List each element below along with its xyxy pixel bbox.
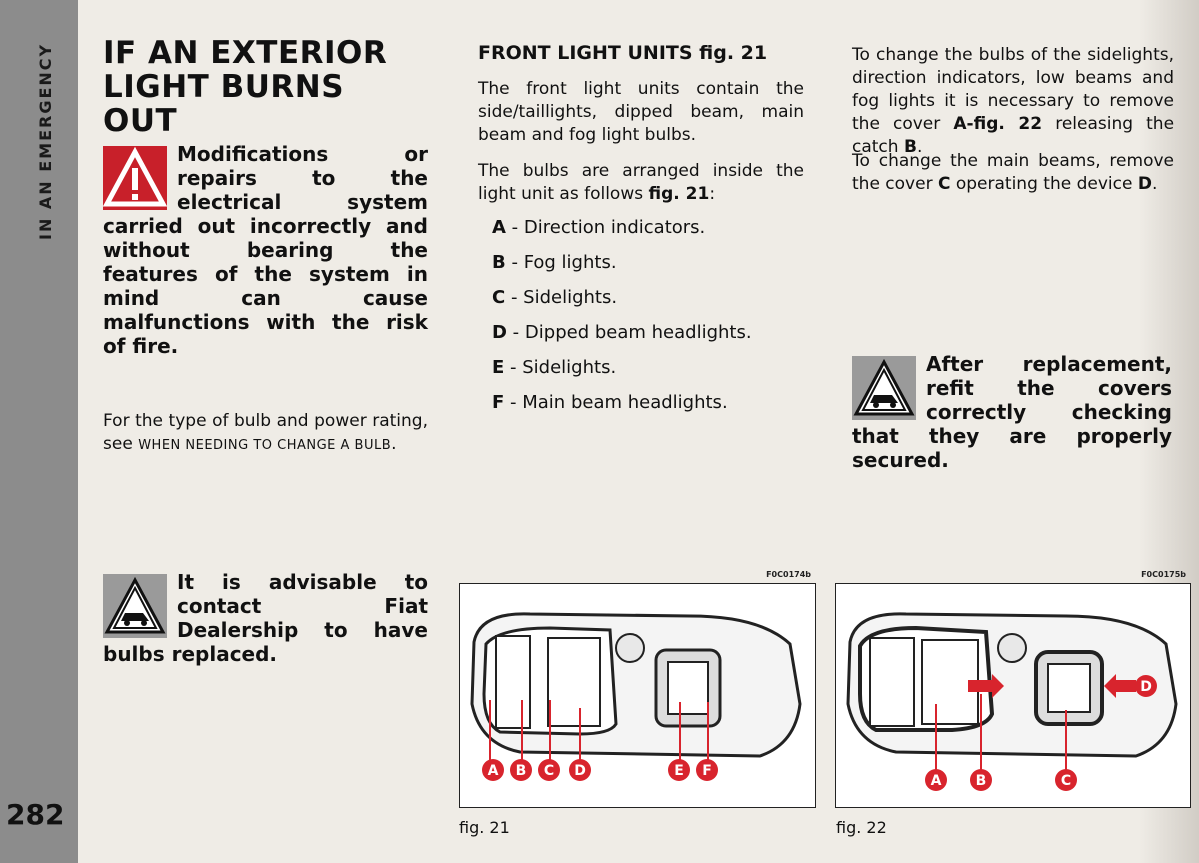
- figure-22-code: F0C0175b: [1141, 570, 1186, 579]
- marker-b: B: [510, 759, 532, 781]
- list-item: C - Sidelights.: [492, 287, 618, 308]
- catch-text: releasing the catch: [852, 114, 1175, 157]
- bulb-letter: F: [492, 392, 505, 413]
- cover-letter: C: [937, 174, 951, 194]
- headlight-diagram-covers: A B C D: [846, 612, 1178, 791]
- list-item: B - Fog lights.: [492, 252, 617, 273]
- bulb-list: A - Direction indicators. B - Fog lights…: [492, 214, 752, 424]
- main-beam-text: To change the main beams, remove the cov…: [852, 151, 1174, 194]
- svg-text:A: A: [488, 763, 499, 779]
- arrangement-figure-ref: fig. 21: [648, 184, 710, 204]
- marker-f: F: [696, 759, 718, 781]
- figure-22-caption: fig. 22: [836, 818, 887, 837]
- device-letter: D: [1137, 174, 1152, 194]
- svg-text:A: A: [931, 773, 942, 789]
- dealer-advice: It is advisable to contact Fiat Dealersh…: [103, 570, 428, 666]
- title-line-2: LIGHT BURNS OUT: [103, 69, 345, 139]
- marker-a: A: [925, 769, 947, 791]
- dealer-advice-text: It is advisable to contact Fiat Dealersh…: [103, 570, 428, 666]
- section-heading: FRONT LIGHT UNITS fig. 21: [478, 42, 768, 64]
- marker-c: C: [538, 759, 560, 781]
- list-item: D - Dipped beam headlights.: [492, 322, 752, 343]
- refit-warning-text: After replacement, refit the covers corr…: [852, 352, 1172, 472]
- device-text: operating the device: [955, 174, 1133, 194]
- arrangement-text: The bulbs are arranged inside the light …: [478, 161, 804, 204]
- section-side-label: IN AN EMERGENCY: [36, 42, 55, 240]
- fire-warning-text: Modifications or repairs to the electric…: [103, 142, 428, 358]
- svg-text:C: C: [1061, 773, 1071, 789]
- svg-text:D: D: [1140, 679, 1152, 695]
- marker-d: D: [569, 759, 591, 781]
- marker-d: D: [1135, 675, 1157, 697]
- title-line-1: IF AN EXTERIOR: [103, 35, 388, 71]
- svg-text:F: F: [702, 763, 712, 779]
- list-item: A - Direction indicators.: [492, 217, 706, 238]
- svg-text:E: E: [674, 763, 684, 779]
- bulb-type-note-reference: WHEN NEEDING TO CHANGE A BULB: [138, 438, 392, 453]
- bulb-name: Dipped beam headlights.: [524, 322, 752, 343]
- bulb-name: Sidelights.: [522, 357, 617, 378]
- main-beam-paragraph: To change the main beams, remove the cov…: [852, 151, 1174, 194]
- cover-figure-ref: A-fig. 22: [953, 114, 1043, 134]
- bulb-name: Fog lights.: [523, 252, 617, 273]
- catch-letter: B: [903, 137, 917, 157]
- page-title: IF AN EXTERIOR LIGHT BURNS OUT: [103, 36, 423, 138]
- bulb-letter: C: [492, 287, 506, 308]
- bulb-name: Main beam headlights.: [522, 392, 728, 413]
- svg-text:D: D: [574, 763, 586, 779]
- list-item: F - Main beam headlights.: [492, 392, 728, 413]
- car-warning-icon: [852, 356, 916, 420]
- list-item: E - Sidelights.: [492, 357, 617, 378]
- svg-text:C: C: [544, 763, 554, 779]
- warning-triangle-icon: [103, 146, 167, 210]
- car-warning-icon: [103, 574, 167, 638]
- bulb-type-note: For the type of bulb and power rating, s…: [103, 411, 428, 454]
- bulb-type-note-text: For the type of bulb and power rating, s…: [103, 411, 428, 454]
- marker-a: A: [482, 759, 504, 781]
- bulb-name: Direction indicators.: [523, 217, 706, 238]
- bulb-letter: A: [492, 217, 506, 238]
- cover-removal-paragraph: To change the bulbs of the sidelights, d…: [852, 45, 1175, 157]
- svg-text:B: B: [516, 763, 527, 779]
- bulb-letter: B: [492, 252, 506, 273]
- refit-warning: After replacement, refit the covers corr…: [852, 352, 1172, 472]
- bulb-letter: D: [492, 322, 507, 343]
- page-number: 282: [6, 798, 65, 831]
- fire-warning: Modifications or repairs to the electric…: [103, 142, 428, 358]
- bulb-name: Sidelights.: [523, 287, 618, 308]
- marker-c: C: [1055, 769, 1077, 791]
- figure-21: F0C0174b A B C D E F: [459, 570, 816, 808]
- marker-e: E: [668, 759, 690, 781]
- figure-22: F0C0175b A B C D: [835, 570, 1191, 808]
- marker-b: B: [970, 769, 992, 791]
- bulb-letter: E: [492, 357, 505, 378]
- headlight-diagram-front: A B C D E F: [470, 612, 802, 781]
- figure-21-code: F0C0174b: [766, 570, 811, 579]
- svg-text:B: B: [976, 773, 987, 789]
- intro-paragraph: The front light units contain the side/t…: [478, 79, 804, 145]
- cover-removal-text: To change the bulbs of the sidelights, d…: [852, 45, 1174, 134]
- figure-21-caption: fig. 21: [459, 818, 510, 837]
- arrangement-paragraph: The bulbs are arranged inside the light …: [478, 161, 804, 204]
- left-margin-strip: [0, 0, 78, 863]
